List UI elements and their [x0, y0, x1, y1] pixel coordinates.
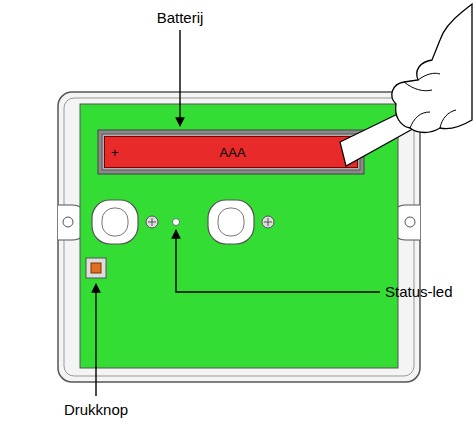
tab-hole — [405, 217, 415, 227]
screw-slot — [148, 218, 156, 226]
mounting-slot — [92, 200, 138, 244]
part-label: Status-led — [385, 284, 453, 301]
battery-marking: AAA — [220, 146, 246, 159]
battery-marking: + — [111, 146, 119, 159]
screw — [262, 216, 274, 228]
screw — [146, 216, 158, 228]
leader-arrow — [95, 284, 96, 396]
screw-slot — [264, 218, 272, 226]
push-button-body — [86, 258, 106, 278]
mounting-slot-inner — [218, 208, 244, 236]
leader-arrow — [179, 30, 180, 126]
hand — [392, 4, 472, 133]
leader-arrow — [176, 230, 380, 292]
battery: +AAA- — [104, 136, 358, 168]
battery-holder-inner — [102, 134, 360, 170]
part-label: Drukknop — [64, 402, 128, 419]
housing — [58, 92, 420, 382]
tab-hole — [63, 217, 73, 227]
finger-lines — [404, 73, 456, 128]
mounting-slot-inner — [102, 208, 128, 236]
mounting-slot — [208, 200, 254, 244]
battery-holder — [98, 130, 364, 174]
part-label: Batterij — [157, 10, 204, 27]
status-led — [173, 219, 180, 226]
push-button — [91, 263, 101, 273]
